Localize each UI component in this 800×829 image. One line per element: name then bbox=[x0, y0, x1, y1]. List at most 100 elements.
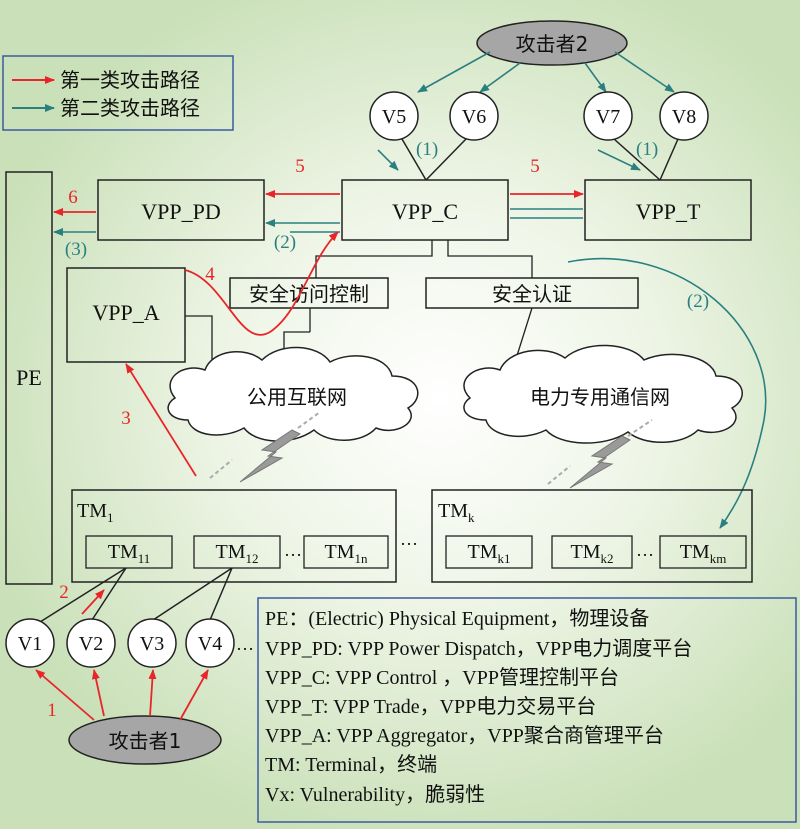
teal-into-vppc-arrow bbox=[377, 149, 399, 171]
red-path3-arrow bbox=[125, 363, 197, 477]
tmk-label: TMk bbox=[438, 500, 475, 525]
v8-label: V8 bbox=[672, 106, 696, 128]
tm12-v3-link bbox=[149, 567, 233, 623]
tmk2-label: TMk2 bbox=[571, 541, 614, 566]
note-vx: Vx: Vulnerability，脆弱性 bbox=[265, 783, 485, 806]
v4-label: V4 bbox=[198, 633, 222, 655]
tm12-label: TM12 bbox=[216, 541, 259, 566]
vpp-a-label: VPP_A bbox=[92, 300, 159, 325]
note-tm: TM: Terminal，终端 bbox=[265, 753, 437, 776]
note-vpp-pd: VPP_PD: VPP Power Dispatch，VPP电力调度平台 bbox=[265, 637, 692, 660]
path-label-p5a: 5 bbox=[295, 156, 305, 177]
pe-label: PE bbox=[16, 365, 42, 390]
attacker1-node bbox=[68, 715, 222, 765]
power-net-cloud bbox=[463, 344, 743, 444]
a2-to-v7-arrow bbox=[584, 62, 607, 93]
a1-to-v2-arrow bbox=[92, 669, 105, 717]
a2-to-v6-arrow bbox=[479, 62, 521, 93]
wireless-icon-left bbox=[209, 411, 321, 483]
tmkm-box bbox=[659, 535, 747, 569]
vpp-a-box bbox=[66, 267, 186, 363]
tmk1-label: TMk1 bbox=[468, 541, 511, 566]
path-label-t2b: (2) bbox=[687, 291, 709, 312]
tm1n-label: TM1n bbox=[325, 541, 369, 566]
a1-to-v1-arrow bbox=[35, 669, 95, 721]
a2-to-v5-arrow bbox=[417, 51, 491, 93]
vuln-node-v3 bbox=[127, 618, 177, 668]
tm1n-box bbox=[303, 535, 389, 569]
note-pe: PE：(Electric) Physical Equipment，物理设备 bbox=[265, 607, 649, 630]
pe-box bbox=[5, 171, 53, 585]
access-control-label: 安全访问控制 bbox=[249, 282, 369, 306]
path-label-p5b: 5 bbox=[530, 156, 540, 177]
public-internet-label: 公用互联网 bbox=[247, 385, 347, 409]
tm1-ellipsis: … bbox=[284, 540, 302, 560]
tm1-group-box bbox=[71, 489, 397, 583]
v7-vppt-link bbox=[613, 138, 661, 181]
v1-label: V1 bbox=[18, 633, 42, 655]
vpp-c-label: VPP_C bbox=[392, 199, 458, 224]
tmk1-box bbox=[445, 535, 533, 569]
v3-label: V3 bbox=[140, 633, 164, 655]
a1-to-v4-arrow bbox=[179, 669, 209, 721]
tm11-box bbox=[85, 535, 173, 569]
legend: 第一类攻击路径 第二类攻击路径 bbox=[2, 55, 234, 131]
vuln-node-v6 bbox=[449, 91, 499, 141]
vuln-node-v7 bbox=[583, 91, 633, 141]
tm1-label: TM1 bbox=[77, 500, 114, 525]
a1-to-v3-arrow bbox=[148, 669, 157, 717]
vpp-t-box bbox=[584, 179, 752, 241]
vpp-c-box bbox=[341, 179, 509, 241]
path-label-t1a: (1) bbox=[416, 139, 438, 160]
auth-label: 安全认证 bbox=[492, 282, 572, 306]
v6-vppc-link bbox=[425, 138, 467, 181]
vuln-node-v1 bbox=[5, 618, 55, 668]
groups-ellipsis: … bbox=[400, 529, 418, 549]
v8-vppt-link bbox=[659, 138, 679, 181]
tm11-v2-link bbox=[91, 567, 127, 621]
vpp-pd-box bbox=[97, 179, 265, 241]
attacker2-node bbox=[476, 20, 628, 66]
teal-into-vppt-arrow bbox=[597, 149, 641, 171]
a2-to-v8-arrow bbox=[614, 51, 675, 93]
tm11-label: TM11 bbox=[108, 541, 151, 566]
path-label-t2a: (2) bbox=[274, 232, 296, 253]
tmk2-box bbox=[551, 535, 633, 569]
attacker1-label: 攻击者1 bbox=[109, 729, 182, 753]
vppa-to-internet-link bbox=[185, 315, 213, 372]
path-label-p6: 6 bbox=[68, 187, 78, 208]
tm12-v4-link bbox=[209, 567, 233, 621]
legend-path2-label: 第二类攻击路径 bbox=[60, 96, 200, 120]
path-label-p4: 4 bbox=[205, 264, 215, 285]
vulns-ellipsis: … bbox=[236, 634, 254, 654]
legend-box bbox=[2, 55, 234, 131]
tm11-v1-link bbox=[39, 567, 127, 623]
notes-box bbox=[257, 597, 797, 823]
path-label-p3: 3 bbox=[121, 408, 131, 429]
v7-label: V7 bbox=[596, 106, 620, 128]
red-path4-curve bbox=[184, 231, 339, 336]
tmk-ellipsis: … bbox=[636, 540, 654, 560]
v2-label: V2 bbox=[79, 633, 103, 655]
v5-vppc-link bbox=[401, 138, 427, 181]
attacker2-label: 攻击者2 bbox=[516, 32, 589, 56]
v5-label: V5 bbox=[382, 106, 406, 128]
auth-to-powernet-link bbox=[514, 307, 533, 363]
tmk-group-box bbox=[431, 489, 753, 583]
vuln-node-v4 bbox=[185, 618, 235, 668]
tm12-box bbox=[193, 535, 281, 569]
note-vpp-c: VPP_C: VPP Control ，VPP管理控制平台 bbox=[265, 666, 619, 689]
note-vpp-a: VPP_A: VPP Aggregator，VPP聚合商管理平台 bbox=[265, 724, 664, 747]
red-path2-arrow bbox=[81, 589, 105, 615]
vuln-node-v5 bbox=[369, 91, 419, 141]
path-label-t3: (3) bbox=[65, 239, 87, 260]
vpp-t-label: VPP_T bbox=[636, 199, 701, 224]
wireless-icon-right bbox=[547, 419, 653, 489]
path-label-p2: 2 bbox=[59, 582, 69, 603]
vuln-node-v2 bbox=[66, 618, 116, 668]
note-vpp-t: VPP_T: VPP Trade，VPP电力交易平台 bbox=[265, 695, 596, 718]
path-label-p1: 1 bbox=[47, 700, 57, 721]
path-label-t1b: (1) bbox=[636, 139, 658, 160]
